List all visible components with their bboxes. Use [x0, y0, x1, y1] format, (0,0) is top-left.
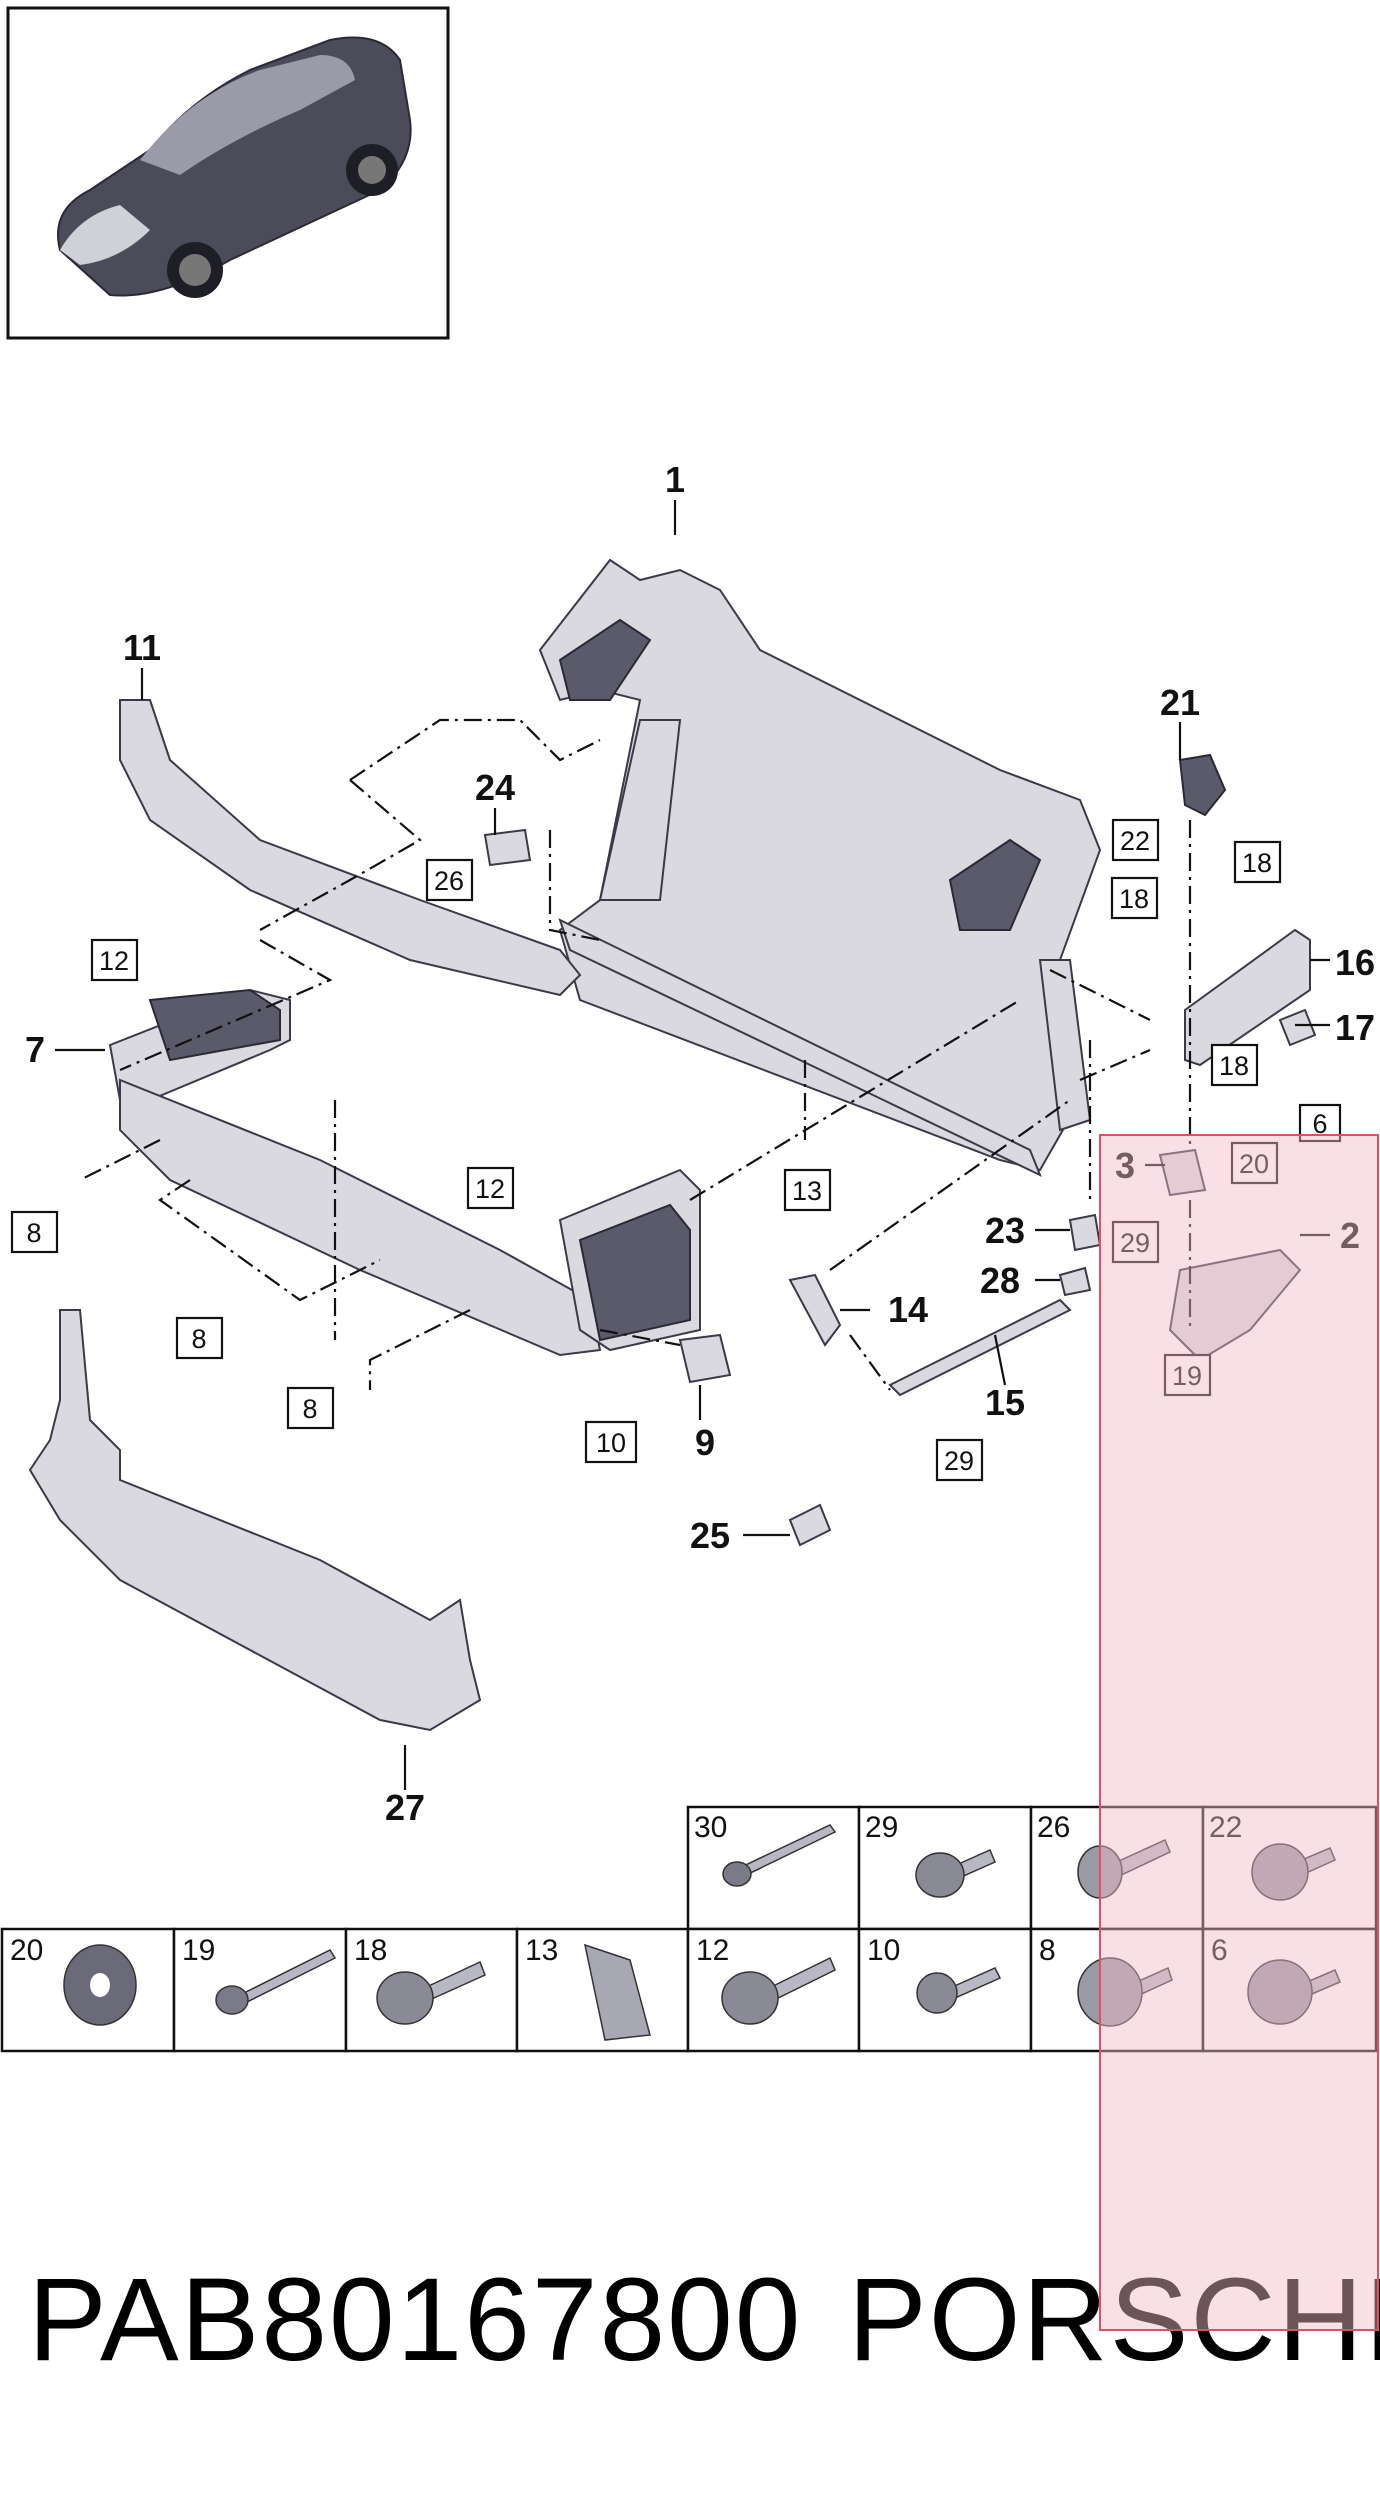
part-14-bracket [788, 1273, 842, 1347]
washer-20 [63, 1944, 137, 2026]
table-cell-label-6: 6 [1211, 1934, 1228, 1967]
clip-13 [583, 1943, 651, 2041]
bolt-8 [1077, 1957, 1173, 2027]
callout-28: 28 [980, 1260, 1020, 1301]
lower-cross-member [28, 1309, 482, 1732]
callout-box-20: 20 [1239, 1149, 1269, 1179]
bold-callouts: 1 11 21 24 16 17 7 3 2 23 28 14 15 9 25 … [25, 459, 1375, 1828]
part-15-rod [888, 1298, 1072, 1397]
leader-lines [55, 500, 1330, 1790]
table-cell-label-18: 18 [354, 1934, 387, 1967]
part-9-block [678, 1333, 732, 1384]
callout-1: 1 [665, 459, 685, 500]
part-17-bracket [1278, 1008, 1317, 1047]
highlight-overlay [1099, 1134, 1379, 2331]
upper-bracket-bar [119, 699, 582, 997]
bolt-29 [915, 1849, 996, 1898]
callout-14: 14 [888, 1289, 928, 1330]
footer-brand: PORSCHE [848, 2254, 1380, 2386]
callout-box-26: 26 [434, 866, 464, 896]
callout-15: 15 [985, 1382, 1025, 1423]
bolt-12 [721, 1956, 836, 2025]
callout-box-13: 13 [792, 1176, 822, 1206]
radiator-support-frame [538, 558, 1102, 1178]
table-cell-label-12: 12 [696, 1934, 729, 1967]
callout-24: 24 [475, 767, 515, 808]
vehicle-thumbnail [6, 6, 450, 340]
callout-box-12b: 12 [475, 1174, 505, 1204]
callout-box-29b: 29 [944, 1446, 974, 1476]
callout-box-29a: 29 [1120, 1228, 1150, 1258]
table-cell-label-10: 10 [867, 1934, 900, 1967]
callout-box-8c: 8 [302, 1394, 317, 1424]
table-cell-label-30: 30 [694, 1811, 727, 1844]
footer-part-number: PAB80167800 [28, 2254, 802, 2386]
callout-3: 3 [1115, 1145, 1135, 1186]
callout-17: 17 [1335, 1007, 1375, 1048]
table-cell-label-8: 8 [1039, 1934, 1056, 1967]
callout-box-22: 22 [1120, 826, 1150, 856]
part-3-bracket [1158, 1148, 1207, 1197]
bumper-beam [108, 988, 701, 1357]
part-2-bracket [1168, 1248, 1302, 1362]
part-16-bracket [1184, 928, 1311, 1067]
table-cell-label-26: 26 [1037, 1811, 1070, 1844]
part-25-clip [788, 1503, 832, 1547]
bolt-6 [1247, 1959, 1341, 2025]
callout-21: 21 [1160, 682, 1200, 723]
bolt-19 [215, 1949, 337, 2015]
callout-27: 27 [385, 1787, 425, 1828]
bolt-22 [1251, 1843, 1336, 1901]
callout-box-18a: 18 [1119, 884, 1149, 914]
table-cell-label-20: 20 [10, 1934, 43, 1967]
callout-23: 23 [985, 1210, 1025, 1251]
fastener-table: 30 29 26 22 20 19 18 13 12 10 8 6 [0, 1805, 1378, 2053]
callout-box-12a: 12 [99, 946, 129, 976]
part-21-cover [1178, 753, 1227, 817]
part-23-clip [1068, 1213, 1102, 1252]
assembly-lines [79, 718, 1192, 1391]
bolt-30 [722, 1824, 837, 1887]
bolt-10 [916, 1967, 1002, 2014]
part-28-clip [1058, 1266, 1092, 1297]
callout-box-18c: 18 [1219, 1051, 1249, 1081]
callout-25: 25 [690, 1515, 730, 1556]
callout-11: 11 [123, 627, 161, 668]
callout-box-6: 6 [1312, 1109, 1327, 1139]
bolt-18 [376, 1960, 486, 2025]
table-cell-label-13: 13 [525, 1934, 558, 1967]
callout-16: 16 [1335, 942, 1375, 983]
callout-9: 9 [695, 1422, 715, 1463]
callout-7: 7 [25, 1029, 45, 1070]
callout-box-10: 10 [596, 1428, 626, 1458]
table-cell-label-19: 19 [182, 1934, 215, 1967]
callout-box-8b: 8 [191, 1324, 206, 1354]
callout-box-8a: 8 [26, 1218, 41, 1248]
table-cell-label-22: 22 [1209, 1811, 1242, 1844]
callout-box-19: 19 [1172, 1361, 1202, 1391]
table-cell-label-29: 29 [865, 1811, 898, 1844]
callout-2: 2 [1340, 1215, 1360, 1256]
callout-box-18b: 18 [1242, 848, 1272, 878]
part-24-clip [483, 828, 532, 867]
